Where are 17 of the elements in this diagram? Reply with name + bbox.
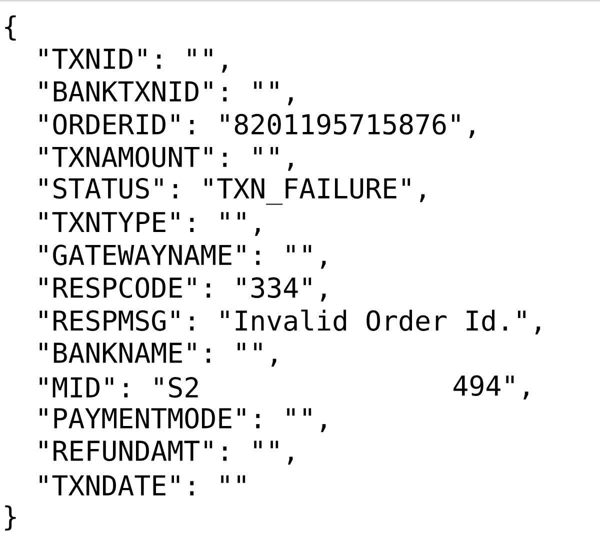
code-line: 494", xyxy=(454,375,528,400)
code-line: "RESPCODE": "334", xyxy=(40,277,326,302)
code-line: "TXNDATE": "" xyxy=(40,475,246,496)
code-line: "MID": "S2 xyxy=(40,377,198,398)
code-line: "GATEWAYNAME": "", xyxy=(40,244,326,269)
code-line: "TXNID": "", xyxy=(40,48,227,73)
code-line: "RESPMSG": "Invalid Order Id.", xyxy=(40,310,540,334)
code-line: "PAYMENTMODE": "", xyxy=(40,408,326,432)
code-line: } xyxy=(5,505,16,531)
code-line: "TXNTYPE": "", xyxy=(40,212,260,236)
code-line: "REFUNDAMT": "", xyxy=(40,440,293,465)
code-line: "ORDERID": "8201195715876", xyxy=(40,114,474,138)
code-line: "BANKTXNID": "", xyxy=(40,81,293,106)
code-line: { xyxy=(5,15,16,41)
code-line: "BANKNAME": "", xyxy=(40,342,276,367)
code-line: "TXNAMOUNT": "", xyxy=(40,146,293,171)
code-line: "STATUS": "TXN_FAILURE", xyxy=(40,178,425,205)
